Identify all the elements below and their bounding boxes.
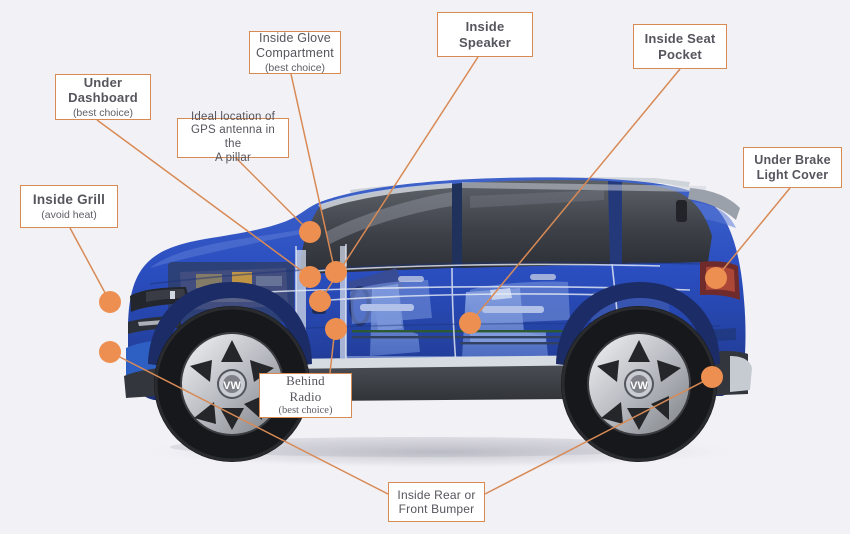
leader-inside-rear-or-front-bumper-left [109, 351, 389, 495]
ground-shadow-2 [170, 437, 670, 457]
c-pillar [608, 181, 622, 264]
leader-lines [69, 56, 791, 495]
front-door-panel [350, 280, 432, 324]
glass-sheen-2 [470, 190, 604, 208]
callout-subtitle: (best choice) [72, 106, 134, 119]
leader-inside-speaker [319, 56, 479, 302]
callout-subtitle: (best choice) [264, 61, 326, 74]
leader-under-brake-light-cover [715, 187, 791, 279]
headlight-lens [146, 289, 186, 302]
marker-a-pillar[interactable] [299, 221, 321, 243]
leader-inside-grill [69, 227, 111, 303]
window-trim [318, 183, 452, 210]
leader-inside-seat-pocket [469, 68, 681, 324]
marker-brake-light[interactable] [705, 267, 727, 289]
callout-inside-grill[interactable]: Inside Grill(avoid heat) [20, 185, 118, 228]
leader-ideal-gps-antenna-location [235, 157, 311, 233]
rear-door-handle-exterior [530, 274, 556, 280]
svg-text:VW: VW [630, 380, 648, 392]
rear-spoiler [688, 188, 740, 220]
marker-inside-grill[interactable] [99, 291, 121, 313]
callout-subtitle: (avoid heat) [41, 208, 97, 221]
window-glass-quarter [620, 182, 712, 264]
marker-seat-pocket[interactable] [459, 312, 481, 334]
rear-wheel-arch [556, 282, 720, 366]
marker-front-bumper[interactable] [99, 341, 121, 363]
front-door-handle-exterior [398, 276, 424, 282]
callout-title: Inside Grill [32, 191, 106, 207]
headlight-bulb [170, 291, 175, 299]
rear-wheel: VW [561, 306, 717, 462]
wiring-harness-1 [352, 330, 564, 333]
front-armrest [360, 304, 414, 311]
quarter-glass-vent [676, 200, 687, 222]
front-wheel-arch [148, 282, 312, 366]
rear-armrest [482, 306, 544, 313]
window-glass-rear [462, 179, 612, 268]
glass-sheen [326, 192, 452, 244]
wiring-harness-2 [352, 336, 564, 339]
rear-skid-plate [730, 356, 752, 392]
window-trim-rear [462, 182, 706, 192]
wiring-harness-3 [460, 342, 564, 345]
door-shut [340, 246, 346, 358]
engine-detail-3 [256, 276, 282, 286]
callout-subtitle: (best choice) [278, 405, 333, 417]
b-pillar [452, 183, 462, 268]
body-crease-upper [149, 261, 701, 285]
front-wheel: VW [154, 306, 310, 462]
marker-rear-bumper[interactable] [701, 366, 723, 388]
marker-dots [99, 221, 727, 388]
marker-inside-speaker[interactable] [309, 290, 331, 312]
leader-under-dashboard [96, 119, 311, 278]
leader-inside-glove-compartment [290, 73, 336, 273]
svg-text:VW: VW [223, 380, 241, 392]
leader-inside-rear-or-front-bumper-right [484, 376, 713, 495]
marker-behind-radio[interactable] [325, 318, 347, 340]
marker-under-dashboard[interactable] [299, 266, 321, 288]
rear-door-panel [470, 281, 570, 324]
firewall [296, 250, 306, 358]
marker-glove-compartment[interactable] [325, 261, 347, 283]
